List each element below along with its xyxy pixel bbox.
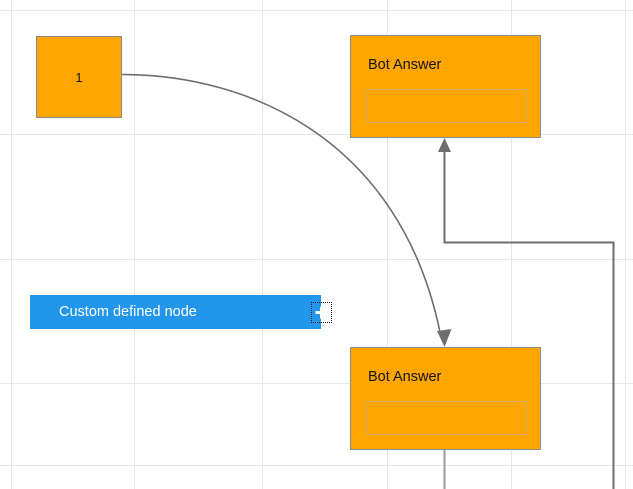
node-bot-answer-top[interactable]: Bot Answer	[350, 35, 541, 138]
node-bot-answer-bottom[interactable]: Bot Answer	[350, 347, 541, 450]
node-bot-answer-top-title: Bot Answer	[368, 57, 442, 73]
plus-icon	[315, 306, 328, 319]
node-bot-answer-bottom-title: Bot Answer	[368, 369, 442, 385]
add-node-button[interactable]	[311, 302, 332, 323]
node-bot-answer-top-slot[interactable]	[367, 89, 527, 123]
custom-defined-node-label: Custom defined node	[59, 303, 197, 320]
arrowhead-up-icon	[438, 138, 451, 152]
arrowhead-down-icon	[437, 329, 452, 347]
node-bot-answer-bottom-slot[interactable]	[367, 401, 527, 435]
node-start[interactable]: 1	[36, 36, 122, 118]
custom-defined-node-bar[interactable]: Custom defined node	[30, 295, 332, 329]
connector-start-to-bottom-node[interactable]	[121, 73, 441, 333]
node-start-label: 1	[75, 69, 83, 85]
connector-loopback-to-top-node[interactable]	[443, 150, 615, 489]
